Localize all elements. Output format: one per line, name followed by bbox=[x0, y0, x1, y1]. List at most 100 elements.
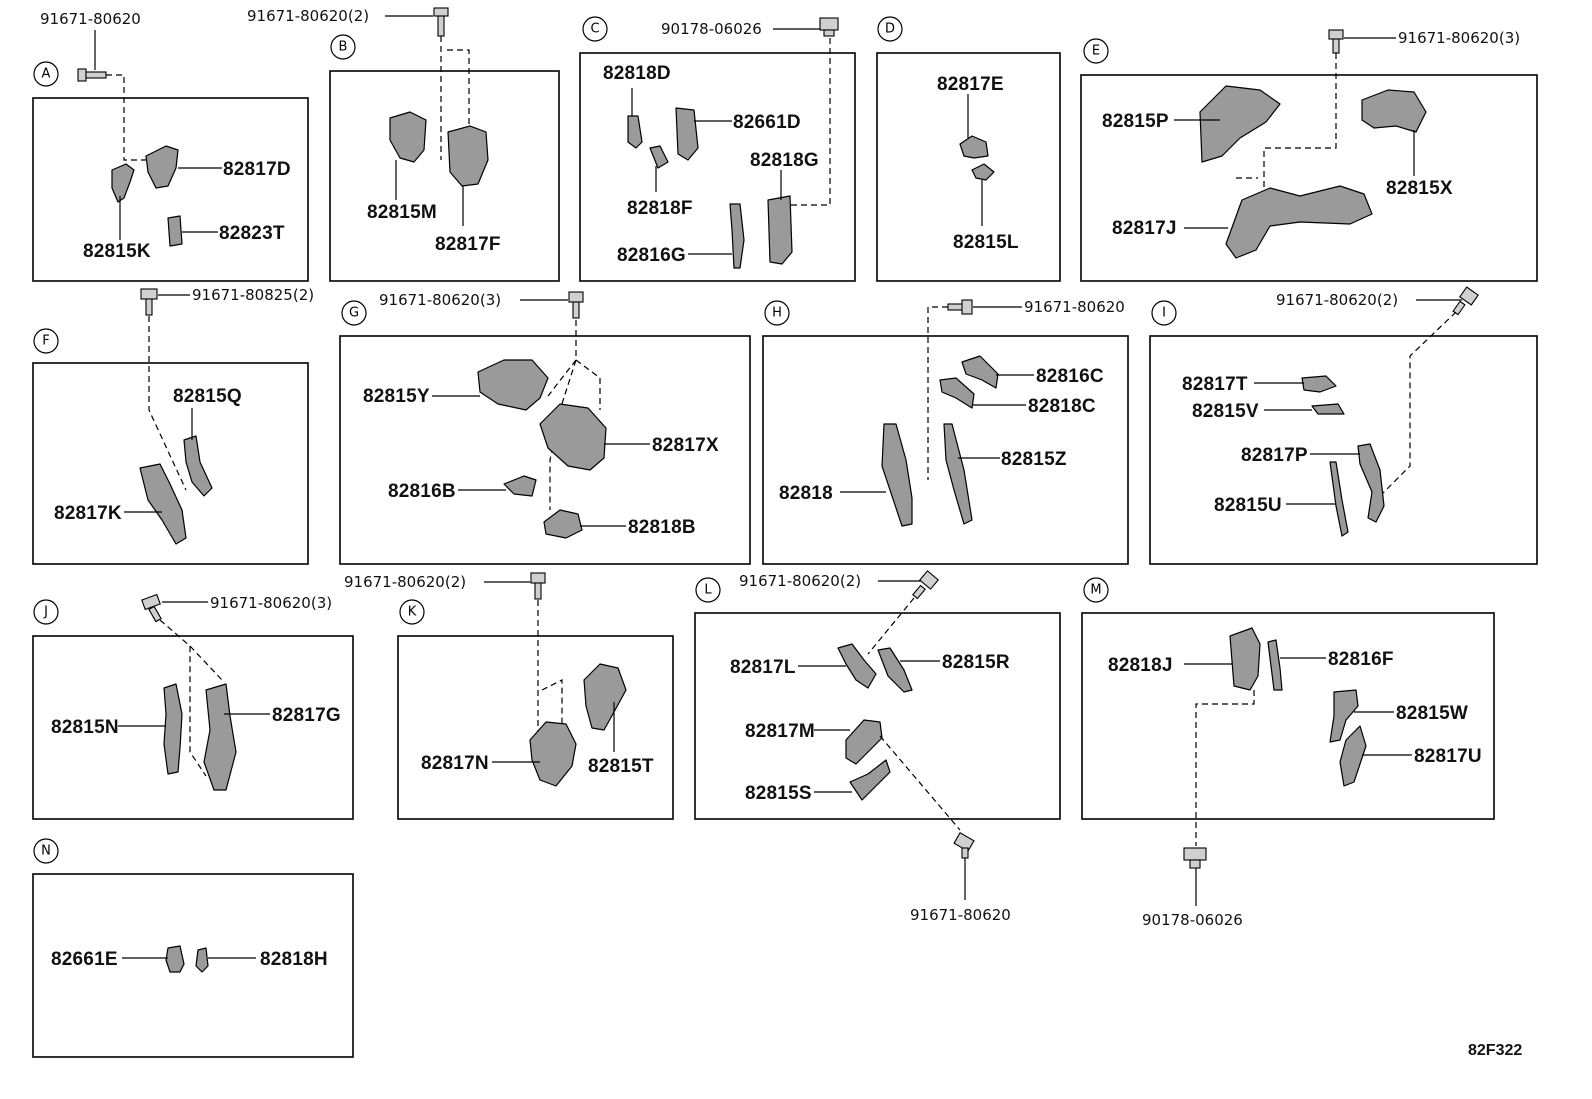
part-label-82815u[interactable]: 82815U bbox=[1214, 495, 1282, 516]
part-label-82817d[interactable]: 82817D bbox=[223, 159, 291, 180]
part-label-82661e[interactable]: 82661E bbox=[51, 949, 118, 970]
section-d-box bbox=[876, 52, 1061, 282]
part-82823t-icon bbox=[167, 215, 183, 247]
bolt-icon bbox=[1328, 29, 1344, 54]
part-label-82661d[interactable]: 82661D bbox=[733, 112, 801, 133]
part-label-82823t[interactable]: 82823T bbox=[219, 223, 285, 244]
part-label-82815m[interactable]: 82815M bbox=[367, 202, 437, 223]
section-e-fastener-label[interactable]: 91671-80620(3) bbox=[1398, 29, 1520, 47]
part-label-82817u[interactable]: 82817U bbox=[1414, 746, 1482, 767]
section-c-fastener-label[interactable]: 90178-06026 bbox=[661, 20, 762, 38]
section-l-fastener-label[interactable]: 91671-80620(2) bbox=[739, 572, 861, 590]
section-g: G 91671-80620(3) 82815Y 82817X 82816B 82… bbox=[339, 291, 751, 565]
part-label-82817g[interactable]: 82817G bbox=[272, 705, 341, 726]
section-k-marker bbox=[399, 599, 425, 625]
part-label-82817j[interactable]: 82817J bbox=[1112, 218, 1177, 239]
part-label-82817l[interactable]: 82817L bbox=[730, 657, 796, 678]
section-g-fastener-label[interactable]: 91671-80620(3) bbox=[379, 291, 501, 309]
part-label-82818j[interactable]: 82818J bbox=[1108, 655, 1173, 676]
part-label-82817n[interactable]: 82817N bbox=[421, 753, 489, 774]
section-d: D 82817E 82815L bbox=[876, 16, 1061, 282]
section-m-box bbox=[1081, 612, 1495, 820]
section-h: H 91671-80620 82816C 82818C 82815Z 82818 bbox=[762, 298, 1129, 565]
part-label-82815s[interactable]: 82815S bbox=[745, 783, 812, 804]
section-d-letter: D bbox=[885, 22, 895, 37]
section-a: A 91671-80620 82817D 82815K 82823T bbox=[32, 10, 309, 282]
part-label-82818g[interactable]: 82818G bbox=[750, 150, 819, 171]
bolt-icon bbox=[77, 68, 107, 82]
part-label-82815t[interactable]: 82815T bbox=[588, 756, 654, 777]
section-h-fastener-label[interactable]: 91671-80620 bbox=[1024, 298, 1125, 316]
section-a-letter: A bbox=[42, 67, 51, 82]
part-82817t-icon bbox=[1301, 375, 1337, 393]
clip-icon bbox=[1183, 847, 1207, 869]
part-label-82818h[interactable]: 82818H bbox=[260, 949, 328, 970]
section-n-letter: N bbox=[41, 844, 51, 859]
part-label-82815q[interactable]: 82815Q bbox=[173, 386, 242, 407]
part-label-82815l[interactable]: 82815L bbox=[953, 232, 1019, 253]
part-label-82815p[interactable]: 82815P bbox=[1102, 111, 1169, 132]
part-label-82815r[interactable]: 82815R bbox=[942, 652, 1010, 673]
part-82818-icon bbox=[881, 423, 913, 527]
part-82817d-icon bbox=[145, 145, 179, 189]
bolt-icon bbox=[530, 572, 546, 600]
part-label-82815n[interactable]: 82815N bbox=[51, 717, 119, 738]
section-m: M 82818J 82816F 82815W 82817U 90178-0602… bbox=[1081, 577, 1495, 929]
part-label-82818c[interactable]: 82818C bbox=[1028, 396, 1096, 417]
section-j-fastener-label[interactable]: 91671-80620(3) bbox=[210, 594, 332, 612]
part-82818b-icon bbox=[543, 509, 583, 539]
section-c: C 90178-06026 82818D 82661D 82818G 82818… bbox=[579, 16, 856, 282]
diagram-code: 82F322 bbox=[1468, 1042, 1522, 1059]
section-k-fastener-label[interactable]: 91671-80620(2) bbox=[344, 573, 466, 591]
section-f-letter: F bbox=[42, 334, 49, 349]
section-n-marker bbox=[33, 838, 59, 864]
part-82661e-icon bbox=[165, 945, 185, 973]
part-82815x-icon bbox=[1361, 89, 1427, 133]
part-82815z-icon bbox=[943, 423, 973, 525]
part-label-82815x[interactable]: 82815X bbox=[1386, 178, 1453, 199]
part-82815q-icon bbox=[183, 435, 213, 497]
section-m-fastener-label[interactable]: 90178-06026 bbox=[1142, 911, 1243, 929]
part-label-82818f[interactable]: 82818F bbox=[627, 198, 693, 219]
part-label-82815w[interactable]: 82815W bbox=[1396, 703, 1468, 724]
section-l-box bbox=[694, 612, 1061, 820]
part-82817u-icon bbox=[1339, 725, 1367, 787]
part-label-82817f[interactable]: 82817F bbox=[435, 234, 501, 255]
section-b-fastener-label[interactable]: 91671-80620(2) bbox=[247, 7, 369, 25]
section-f-fastener-label[interactable]: 91671-80825(2) bbox=[192, 286, 314, 304]
part-82817p-icon bbox=[1357, 443, 1385, 523]
part-label-82815v[interactable]: 82815V bbox=[1192, 401, 1259, 422]
part-label-82815k[interactable]: 82815K bbox=[83, 241, 151, 262]
part-82817l-icon bbox=[837, 643, 877, 689]
part-label-82816g[interactable]: 82816G bbox=[617, 245, 686, 266]
part-label-82818[interactable]: 82818 bbox=[779, 483, 833, 504]
part-82817j-icon bbox=[1225, 185, 1373, 259]
section-m-marker bbox=[1083, 577, 1109, 603]
section-i-fastener-label[interactable]: 91671-80620(2) bbox=[1276, 291, 1398, 309]
part-82815s-icon bbox=[849, 759, 891, 801]
part-label-82818b[interactable]: 82818B bbox=[628, 517, 696, 538]
part-label-82817p[interactable]: 82817P bbox=[1241, 445, 1308, 466]
part-label-82816b[interactable]: 82816B bbox=[388, 481, 456, 502]
bolt-icon bbox=[433, 7, 449, 37]
part-label-82817k[interactable]: 82817K bbox=[54, 503, 122, 524]
section-a-fastener-label[interactable]: 91671-80620 bbox=[40, 10, 141, 28]
part-label-82816c[interactable]: 82816C bbox=[1036, 366, 1104, 387]
section-l-lower-fastener-label[interactable]: 91671-80620 bbox=[910, 906, 1011, 924]
section-l: L 91671-80620(2) 82817L 82815R 82817M 82… bbox=[694, 570, 1061, 924]
section-f-box bbox=[32, 362, 309, 565]
part-label-82816f[interactable]: 82816F bbox=[1328, 649, 1394, 670]
part-82816f-icon bbox=[1267, 639, 1283, 691]
part-label-82817x[interactable]: 82817X bbox=[652, 435, 719, 456]
part-label-82815y[interactable]: 82815Y bbox=[363, 386, 430, 407]
part-label-82817e[interactable]: 82817E bbox=[937, 74, 1004, 95]
part-82815p-icon bbox=[1199, 85, 1281, 163]
bolt-icon bbox=[947, 299, 973, 315]
part-label-82818d[interactable]: 82818D bbox=[603, 63, 671, 84]
part-82816c-icon bbox=[961, 355, 999, 389]
part-label-82817m[interactable]: 82817M bbox=[745, 721, 815, 742]
section-j-box bbox=[32, 635, 354, 820]
part-label-82817t[interactable]: 82817T bbox=[1182, 374, 1248, 395]
part-label-82815z[interactable]: 82815Z bbox=[1001, 449, 1067, 470]
bolt-icon bbox=[140, 288, 158, 316]
